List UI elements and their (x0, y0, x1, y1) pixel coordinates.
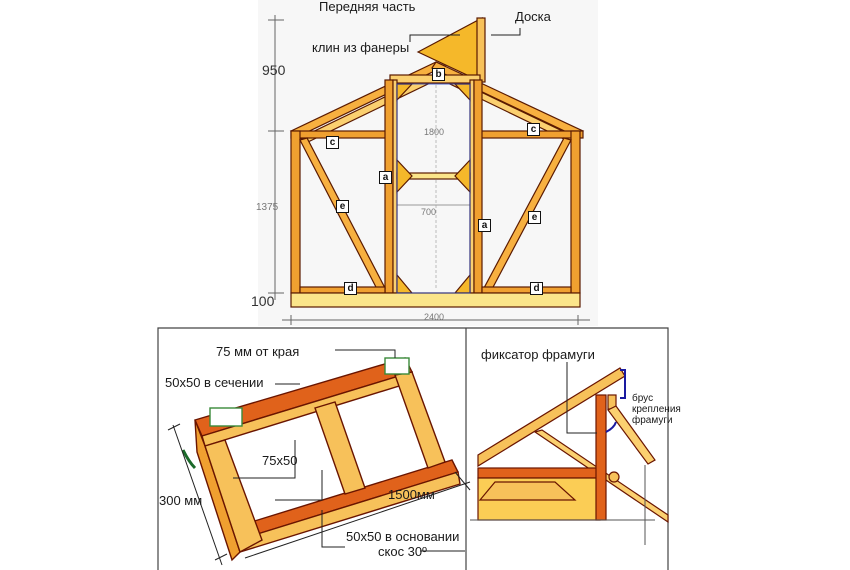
front-view-frame (268, 15, 590, 325)
part-tag-d-right: d (530, 282, 543, 295)
dimension-lines (268, 15, 590, 325)
hinge-icon (181, 449, 197, 470)
base-height-dimension: 100 (251, 293, 275, 309)
transom-leader-lines (167, 349, 471, 566)
total-width-dimension: 2400 (424, 312, 445, 322)
wall-height-dimension: 1375 (256, 202, 279, 213)
plywood-wedge-callout: клин из фанеры (312, 40, 410, 55)
door-width-dimension: 700 (421, 207, 437, 217)
frame-length-label: 1500мм (388, 487, 435, 502)
leader-lines (409, 28, 521, 42)
transom-frame (194, 357, 461, 562)
part-tag-b: b (432, 68, 445, 81)
frame-height-label: 300 мм (159, 493, 203, 508)
part-tag-a-left: a (379, 171, 392, 184)
bevel-angle-label: скос 30º (378, 544, 427, 559)
detail-leader-lines (470, 362, 655, 545)
lower-panel-border (157, 327, 669, 570)
part-tag-e-left: e (336, 200, 349, 213)
part-tag-c-right: c (527, 123, 540, 136)
roof-height-dimension: 950 (262, 62, 286, 78)
base-size-label: 50x50 в основании (346, 529, 460, 544)
board-callout: Доска (515, 9, 551, 24)
section-size-label: 50x50 в сечении (165, 375, 264, 390)
mount-beam-bracket (605, 369, 626, 433)
crossbar-size-label: 75x50 (262, 453, 298, 468)
mount-beam-label: брус крепления фрамуги (632, 393, 681, 426)
part-tag-e-right: e (528, 211, 541, 224)
door-height-dimension: 1800 (424, 127, 445, 137)
edge-offset-label: 75 мм от края (216, 344, 300, 359)
transom-detail (477, 367, 669, 524)
front-view-title: Передняя часть (319, 0, 416, 14)
part-tag-a-right: a (478, 219, 491, 232)
part-tag-d-left: d (344, 282, 357, 295)
transom-latch-label: фиксатор фрамуги (481, 347, 595, 362)
part-tag-c-left: c (326, 136, 339, 149)
